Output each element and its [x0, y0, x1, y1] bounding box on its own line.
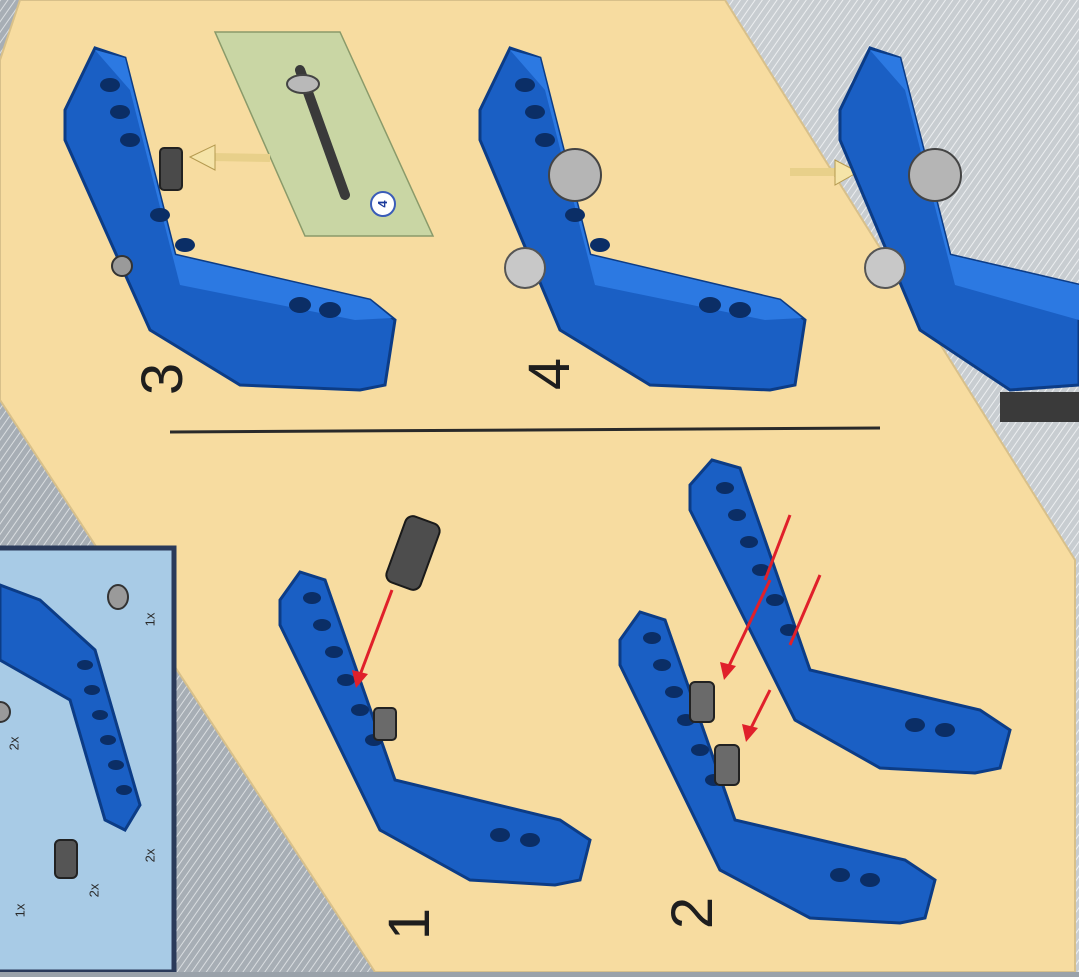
bevel-gear — [549, 149, 601, 201]
parts-list-bushing — [108, 585, 128, 609]
qty-gear: 2x — [7, 732, 22, 756]
qty-bushing: 1x — [143, 608, 158, 632]
small-gear — [505, 248, 545, 288]
step-number-3: 3 — [134, 349, 192, 409]
qty-axle: 1x — [13, 899, 28, 923]
gear-axle — [160, 148, 182, 190]
step-number-4: 4 — [521, 344, 579, 404]
friction-pin — [374, 708, 396, 740]
qty-beam: 2x — [143, 844, 158, 868]
friction-pin — [715, 745, 739, 785]
parts-list-pin — [55, 840, 77, 878]
sub-assembly-number: 4 — [370, 191, 396, 217]
small-gear — [112, 256, 132, 276]
friction-pin — [690, 682, 714, 722]
step-number-1: 1 — [381, 894, 439, 954]
qty-pin: 2x — [87, 879, 102, 903]
step-number-2: 2 — [664, 883, 722, 943]
